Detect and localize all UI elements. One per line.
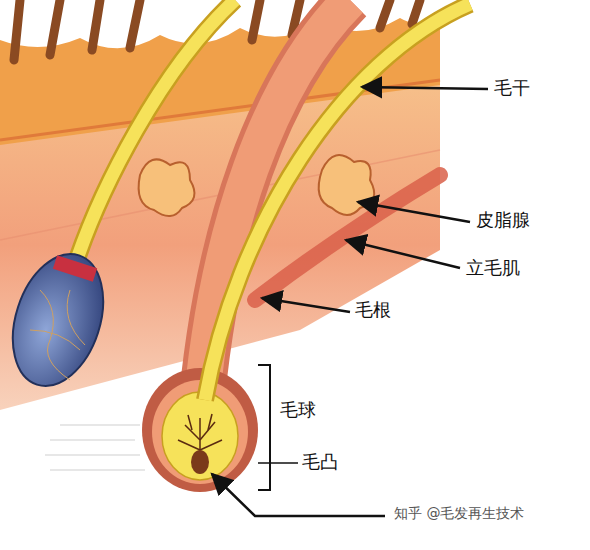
hair-bulb xyxy=(0,242,119,397)
part-label: 毛凸 xyxy=(302,452,338,472)
leader-line xyxy=(212,87,488,516)
part-label: 立毛肌 xyxy=(466,258,520,278)
bracket xyxy=(258,365,270,490)
hair-shaft xyxy=(205,4,470,400)
part-label: 毛根 xyxy=(355,300,391,320)
watermark: 知乎 @毛发再生技术 xyxy=(392,506,526,521)
part-label: 毛球 xyxy=(280,400,316,420)
part-label: 毛干 xyxy=(494,78,530,98)
part-label: 皮脂腺 xyxy=(476,210,530,230)
